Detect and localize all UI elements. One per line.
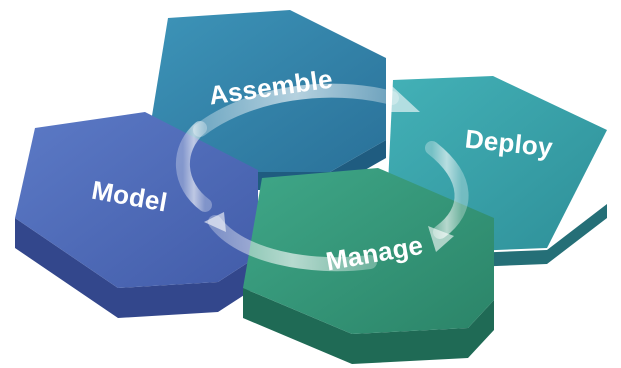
arrow-manage-to-model-head (204, 212, 226, 232)
arrow-deploy-to-manage (425, 141, 469, 239)
arrow-manage-to-model (208, 215, 377, 272)
hexagon-model-top (15, 112, 258, 288)
arrow-assemble-to-deploy (193, 83, 399, 137)
arrow-deploy-to-manage-head (428, 226, 454, 252)
hexagon-manage: Manage (243, 168, 494, 364)
arrow-assemble-to-deploy-head (390, 86, 420, 112)
cycle-arrows (175, 83, 469, 272)
hexagon-model-side (15, 218, 258, 318)
hexagon-manage-side (243, 288, 494, 364)
hexagon-manage-top (243, 168, 494, 334)
hexagon-model: Model (15, 112, 258, 318)
arrow-model-to-assemble (175, 121, 212, 212)
